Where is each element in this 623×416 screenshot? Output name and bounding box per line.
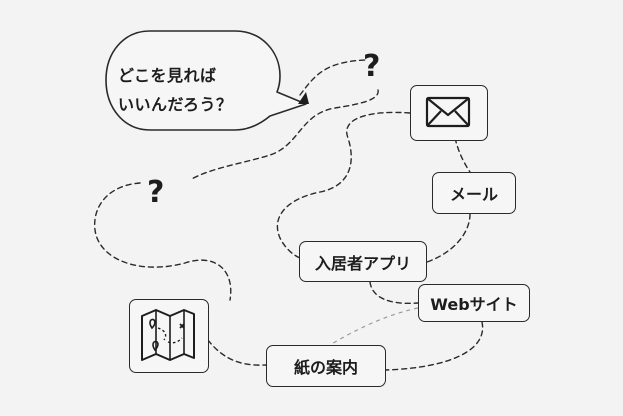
node-website[interactable]: Webサイト (418, 284, 530, 322)
path-map-to-paper (207, 339, 267, 366)
path-web-to-paper (384, 321, 484, 371)
node-mail[interactable]: メール (432, 172, 516, 214)
path-bubble-to-top-question (299, 59, 366, 96)
path-envelope-to-app (276, 111, 411, 259)
envelope-box[interactable] (410, 85, 488, 141)
map-icon (141, 309, 196, 362)
bubble-text-line1: どこを見れば (118, 66, 217, 85)
bubble-text-line2: いいんだろう？ (118, 95, 233, 114)
node-resident-app[interactable]: 入居者アプリ (299, 241, 427, 282)
arrow-head (298, 92, 309, 104)
path-mail-to-app (426, 213, 471, 263)
speech-bubble (105, 30, 307, 131)
envelope-icon (426, 97, 471, 128)
map-box[interactable] (129, 299, 209, 373)
path-envelope-to-mail (454, 137, 471, 173)
path-left-loop (94, 182, 232, 301)
path-light-web-to-paper (329, 307, 419, 346)
path-question-loop (189, 89, 379, 181)
question-mark-top: ? (363, 49, 381, 84)
path-app-to-web (369, 281, 419, 305)
node-paper-guide[interactable]: 紙の案内 (266, 345, 386, 387)
question-mark-left: ? (147, 175, 165, 210)
